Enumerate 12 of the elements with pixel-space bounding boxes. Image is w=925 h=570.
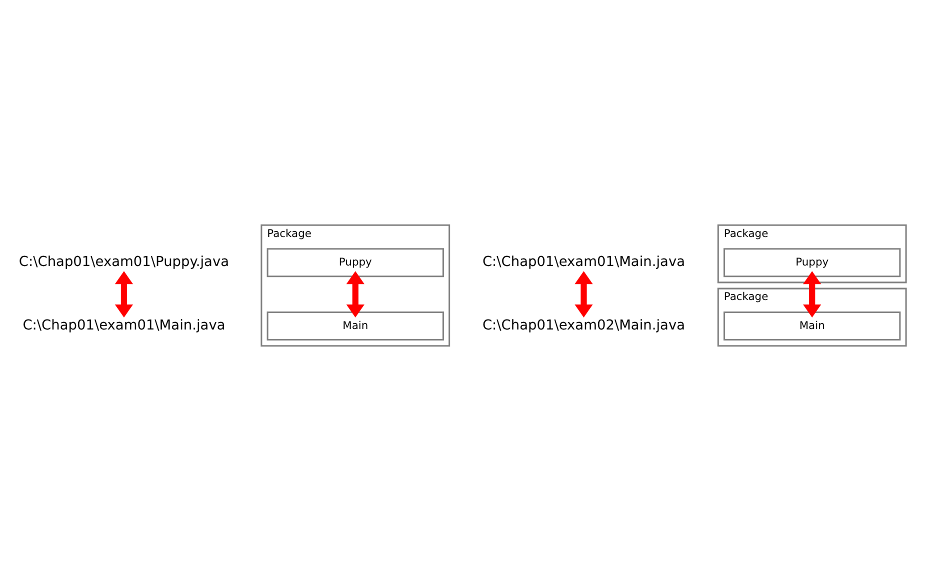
node-box: Main	[724, 310, 901, 340]
node-box: Main	[266, 310, 444, 340]
arrow	[114, 270, 134, 317]
arrow	[803, 270, 822, 317]
node-text: C:\Chap01\exam01\Main.java	[482, 253, 686, 270]
arrow	[574, 270, 593, 317]
node-box: Puppy	[724, 248, 901, 277]
node-text: C:\Chap01\exam02\Main.java	[482, 316, 686, 333]
node-text: C:\Chap01\exam01\Puppy.java	[18, 253, 230, 270]
node-box: Puppy	[266, 248, 444, 277]
node-text: C:\Chap01\exam01\Main.java	[22, 316, 226, 333]
arrow	[346, 270, 364, 317]
